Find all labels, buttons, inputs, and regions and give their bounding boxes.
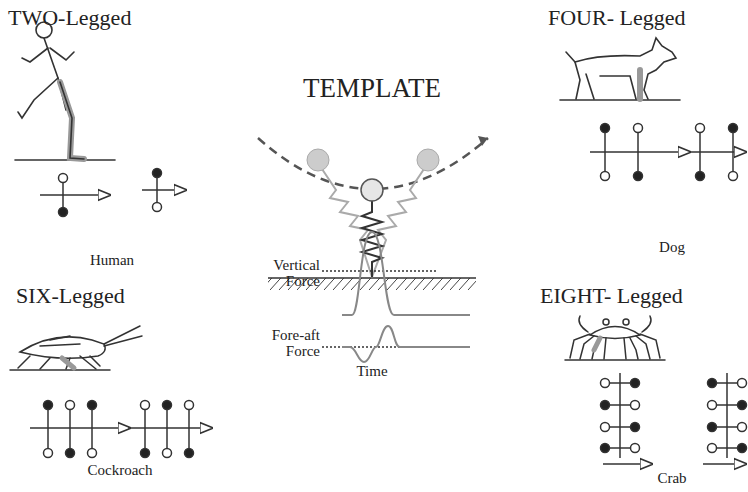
cockroach-figure — [10, 326, 142, 370]
crab-figure — [565, 316, 665, 360]
heading: EIGHT- Legged — [540, 284, 744, 307]
heading: TEMPLATE — [292, 74, 452, 102]
gait-diagram — [30, 124, 747, 465]
dog-figure — [560, 38, 680, 100]
species-name: Cockroach — [70, 463, 170, 479]
heading: SIX-Legged — [16, 284, 206, 307]
force-plot — [322, 232, 470, 362]
axis-label: Fore-aft Force — [250, 328, 320, 360]
human-figure — [15, 22, 115, 160]
heading: FOUR- Legged — [548, 6, 744, 29]
species-name: Human — [72, 253, 152, 269]
species-name: Crab — [632, 471, 712, 487]
heading: TWO-Legged — [8, 6, 198, 29]
axis-label: Time — [342, 364, 402, 380]
axis-label: Vertical Force — [250, 258, 320, 290]
species-name: Dog — [632, 240, 712, 256]
